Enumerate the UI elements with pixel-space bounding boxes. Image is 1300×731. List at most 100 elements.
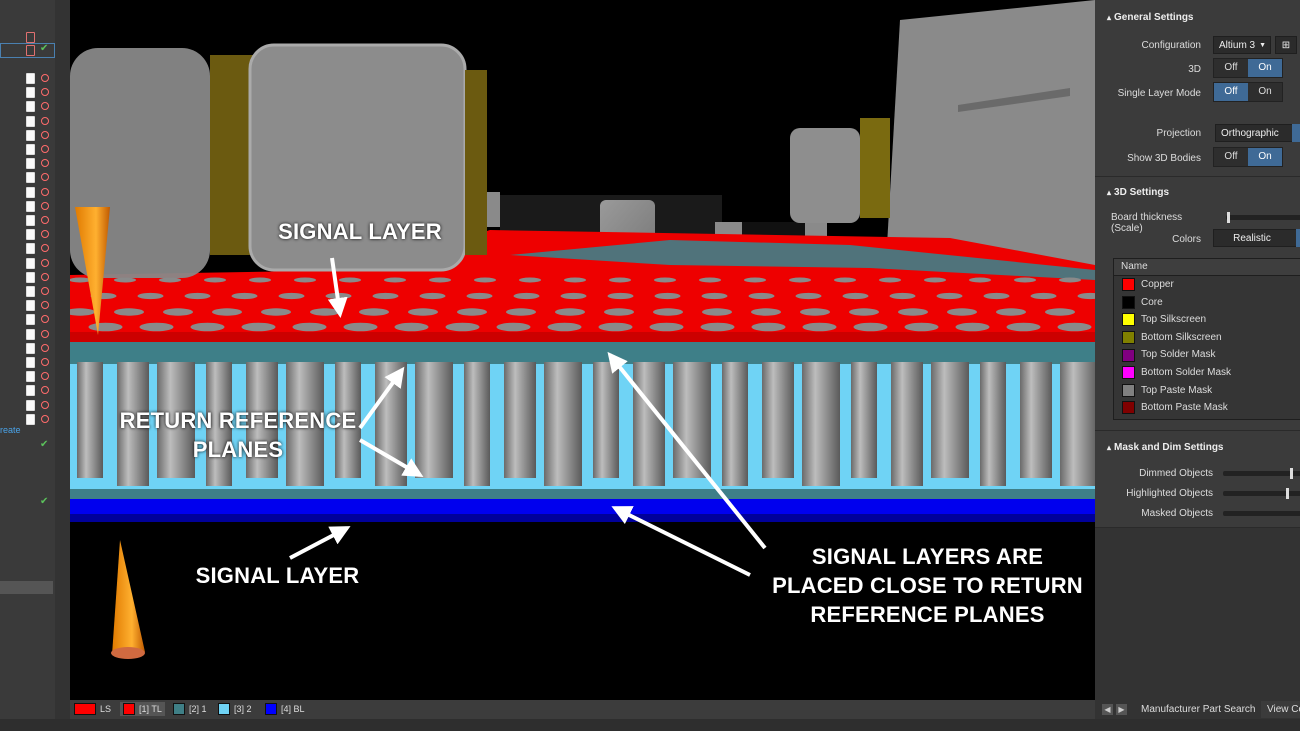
document-icon — [26, 101, 35, 113]
general-settings-header[interactable]: General Settings — [1107, 12, 1193, 23]
list-item[interactable] — [0, 384, 55, 397]
board-thickness-label: Board thickness (Scale) — [1111, 212, 1183, 234]
list-item[interactable] — [0, 413, 55, 426]
name-column-header[interactable]: Name — [1114, 259, 1300, 276]
single-layer-toggle[interactable]: Off On — [1213, 82, 1283, 102]
list-item[interactable] — [0, 356, 55, 369]
show-3d-bodies-toggle[interactable]: Off On — [1213, 147, 1283, 167]
list-item[interactable] — [0, 271, 55, 284]
color-swatch[interactable] — [1122, 278, 1135, 292]
list-item[interactable] — [0, 228, 55, 241]
list-item[interactable] — [0, 257, 55, 270]
signal-layer-bottom-label: SIGNAL LAYER — [195, 563, 360, 588]
color-row[interactable]: Core — [1114, 294, 1300, 312]
colors-toggle[interactable]: Realistic — [1213, 229, 1298, 247]
highlighted-objects-slider[interactable] — [1223, 488, 1300, 499]
list-item[interactable] — [0, 328, 55, 341]
color-swatch[interactable] — [1122, 383, 1135, 397]
document-icon — [26, 115, 35, 127]
chevron-left-icon[interactable]: ◀ — [1102, 704, 1113, 715]
layer-tab[interactable]: [3] 2 — [218, 702, 252, 716]
layer-tab[interactable]: [2] 1 — [173, 702, 207, 716]
layer-tab[interactable]: [4] BL — [265, 702, 305, 716]
layer-color-swatch — [123, 703, 135, 715]
projection-toggle[interactable]: Orthographic — [1215, 124, 1300, 142]
color-swatch[interactable] — [1122, 401, 1135, 415]
color-row[interactable]: Top Solder Mask — [1114, 346, 1300, 364]
color-swatch[interactable] — [1122, 313, 1135, 327]
3d-viewport[interactable]: SIGNAL LAYER RETURN REFERENCE PLANES SIG… — [70, 0, 1095, 700]
masked-objects-slider[interactable] — [1223, 511, 1300, 516]
list-item[interactable] — [0, 129, 55, 142]
chevron-right-icon[interactable]: ▶ — [1116, 704, 1127, 715]
status-bar — [0, 719, 1300, 731]
single-layer-on-option[interactable]: On — [1248, 83, 1282, 101]
list-item[interactable] — [0, 299, 55, 312]
show-bodies-on-option[interactable]: On — [1248, 148, 1282, 166]
3d-toggle[interactable]: Off On — [1213, 58, 1283, 78]
list-item[interactable] — [0, 31, 55, 44]
layer-tab-label: [1] TL — [139, 704, 162, 714]
dimmed-objects-slider[interactable] — [1223, 468, 1300, 479]
color-row[interactable]: Bottom Silkscreen — [1114, 329, 1300, 347]
list-item[interactable] — [0, 285, 55, 298]
list-item[interactable] — [0, 115, 55, 128]
board-thickness-slider[interactable] — [1226, 212, 1300, 223]
layer-tab[interactable]: [1] TL — [120, 702, 165, 716]
view-configuration-tab[interactable]: View Co — [1261, 701, 1300, 718]
show-3d-bodies-label: Show 3D Bodies — [1127, 153, 1201, 164]
list-item[interactable] — [0, 214, 55, 227]
origin-marker-cone — [75, 207, 110, 335]
layer-tab-bar: LS [1] TL [2] 1 [3] 2 [4] BL — [70, 700, 1095, 719]
layer-color-swatch — [218, 703, 230, 715]
color-row[interactable]: Copper — [1114, 276, 1300, 294]
document-icon — [26, 286, 35, 297]
show-bodies-off-option[interactable]: Off — [1214, 148, 1248, 166]
list-item[interactable] — [0, 143, 55, 156]
color-row[interactable]: Bottom Solder Mask — [1114, 364, 1300, 382]
color-name: Bottom Solder Mask — [1141, 366, 1232, 378]
layer-tab-label: [4] BL — [281, 704, 305, 714]
colors-custom-option[interactable] — [1296, 229, 1300, 247]
list-item[interactable] — [0, 186, 55, 199]
list-item[interactable]: ✔ — [0, 43, 55, 57]
projects-panel: ✔ reate ✔ ✔ — [0, 0, 72, 731]
list-item[interactable] — [0, 242, 55, 255]
single-layer-off-option[interactable]: Off — [1214, 83, 1248, 101]
color-row[interactable]: Bottom Paste Mask — [1114, 399, 1300, 417]
list-item[interactable] — [0, 171, 55, 184]
configuration-select[interactable]: Altium 3▼ — [1213, 36, 1271, 54]
layer-tab[interactable]: LS — [74, 702, 111, 716]
manufacturer-part-search-tab[interactable]: Manufacturer Part Search — [1141, 704, 1256, 715]
list-item[interactable] — [0, 342, 55, 355]
document-icon — [26, 186, 35, 198]
color-name: Bottom Paste Mask — [1141, 402, 1228, 414]
color-swatch[interactable] — [1122, 348, 1135, 362]
color-swatch[interactable] — [1122, 331, 1135, 345]
list-item[interactable] — [0, 399, 55, 412]
color-row[interactable]: Top Silkscreen — [1114, 311, 1300, 329]
properties-panel: General Settings Configuration Altium 3▼… — [1095, 0, 1300, 700]
list-item-bar[interactable] — [0, 581, 53, 594]
error-icon — [41, 258, 49, 267]
color-swatch[interactable] — [1122, 295, 1135, 309]
list-item[interactable] — [0, 370, 55, 383]
3d-off-option[interactable]: Off — [1214, 59, 1248, 77]
list-item[interactable] — [0, 86, 55, 99]
3d-settings-header[interactable]: 3D Settings — [1107, 187, 1169, 198]
list-item[interactable] — [0, 157, 55, 170]
3d-on-option[interactable]: On — [1248, 59, 1282, 77]
create-link[interactable]: reate — [0, 425, 21, 435]
document-icon — [26, 328, 35, 340]
return-planes-label: RETURN REFERENCE PLANES — [119, 408, 357, 462]
color-swatch[interactable] — [1122, 366, 1135, 380]
list-item[interactable] — [0, 313, 55, 326]
perspective-option[interactable] — [1292, 124, 1300, 142]
save-config-icon[interactable]: ⊞ — [1275, 36, 1297, 54]
list-item[interactable] — [0, 72, 55, 85]
list-item[interactable] — [0, 200, 55, 213]
color-row[interactable]: Top Paste Mask — [1114, 382, 1300, 400]
mask-dim-settings-header[interactable]: Mask and Dim Settings — [1107, 442, 1223, 453]
list-item[interactable] — [0, 100, 55, 113]
projection-label: Projection — [1156, 128, 1201, 139]
